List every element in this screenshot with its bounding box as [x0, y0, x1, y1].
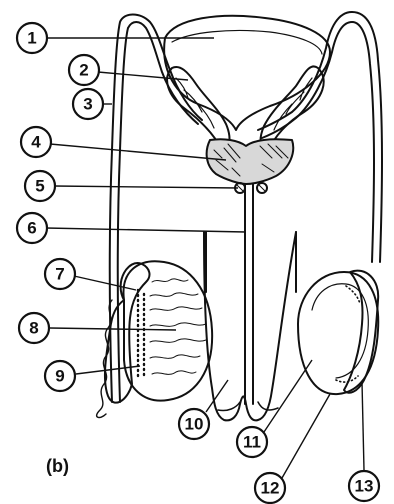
callout-2-number: 2 [79, 61, 88, 80]
leader-6 [46, 228, 246, 232]
callout-6-number: 6 [27, 219, 36, 238]
leader-8 [50, 328, 176, 330]
penis-outline [204, 232, 296, 420]
callout-5-number: 5 [35, 177, 44, 196]
callout-4-number: 4 [31, 133, 41, 152]
callout-9-number: 9 [55, 367, 64, 386]
testis-right-inner [312, 284, 368, 378]
bladder-inner-line [172, 30, 322, 54]
callout-3-number: 3 [83, 95, 92, 114]
leader-12 [282, 394, 330, 478]
leader-2 [98, 72, 188, 80]
panel-label: (b) [46, 456, 69, 476]
callout-12-number: 12 [261, 479, 280, 498]
callout-1-number: 1 [27, 29, 36, 48]
testis-right-stipple [336, 286, 360, 382]
callout-11-number: 11 [243, 433, 261, 452]
leader-13 [362, 382, 364, 470]
prostate-gland [207, 139, 294, 184]
seminiferous-tubules [150, 279, 206, 374]
callout-8-number: 8 [29, 319, 38, 338]
callout-7-number: 7 [55, 265, 64, 284]
testis-left-outer [123, 261, 212, 400]
callout-13-number: 13 [355, 477, 374, 496]
bulbourethral-gland-shading [237, 185, 265, 191]
leader-4 [50, 144, 226, 160]
leader-5 [54, 186, 238, 188]
callout-10-number: 10 [185, 415, 204, 434]
leader-10 [206, 380, 228, 412]
